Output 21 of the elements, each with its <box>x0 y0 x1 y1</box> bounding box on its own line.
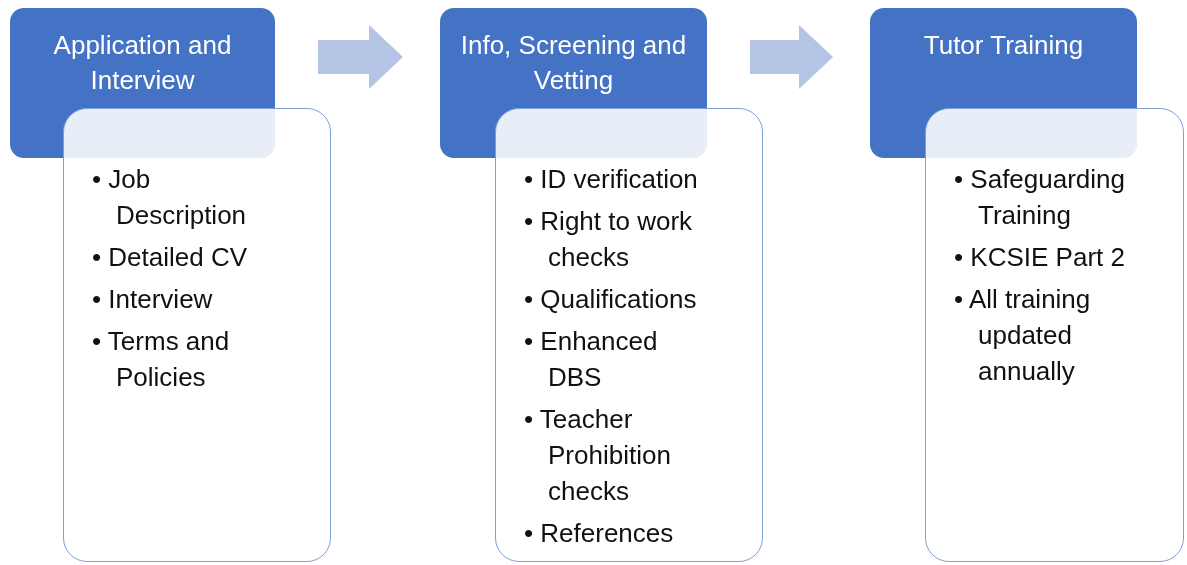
checklist-card <box>495 108 763 562</box>
bullet-item: • Teacher Prohibition checks <box>524 403 672 508</box>
bullet-item: • Safeguarding Training <box>954 163 1126 232</box>
bullet-item: • KCSIE Part 2 <box>954 241 1126 274</box>
bullet-item: • Terms and Policies <box>92 325 231 394</box>
checklist-card <box>63 108 331 562</box>
stage-title: Application and Interview <box>52 29 233 97</box>
bullet-item: • Enhanced DBS <box>524 325 659 394</box>
block-arrow <box>318 25 403 89</box>
bullet-item: • Job Description <box>92 163 248 232</box>
bullet-item: • All training updated annually <box>954 283 1092 388</box>
stage-title: Info, Screening and Vetting <box>459 29 688 97</box>
bullet-item: • Qualifications <box>524 283 698 316</box>
bullet-item: • References <box>524 517 675 550</box>
bullet-item: • ID verification <box>524 163 699 196</box>
bullet-item: • Interview <box>92 283 214 316</box>
checklist-card <box>925 108 1184 562</box>
stage-title: Tutor Training <box>922 29 1085 62</box>
bullet-item: • Right to work checks <box>524 205 694 274</box>
bullet-item: • Detailed CV <box>92 241 249 274</box>
block-arrow <box>750 25 833 89</box>
